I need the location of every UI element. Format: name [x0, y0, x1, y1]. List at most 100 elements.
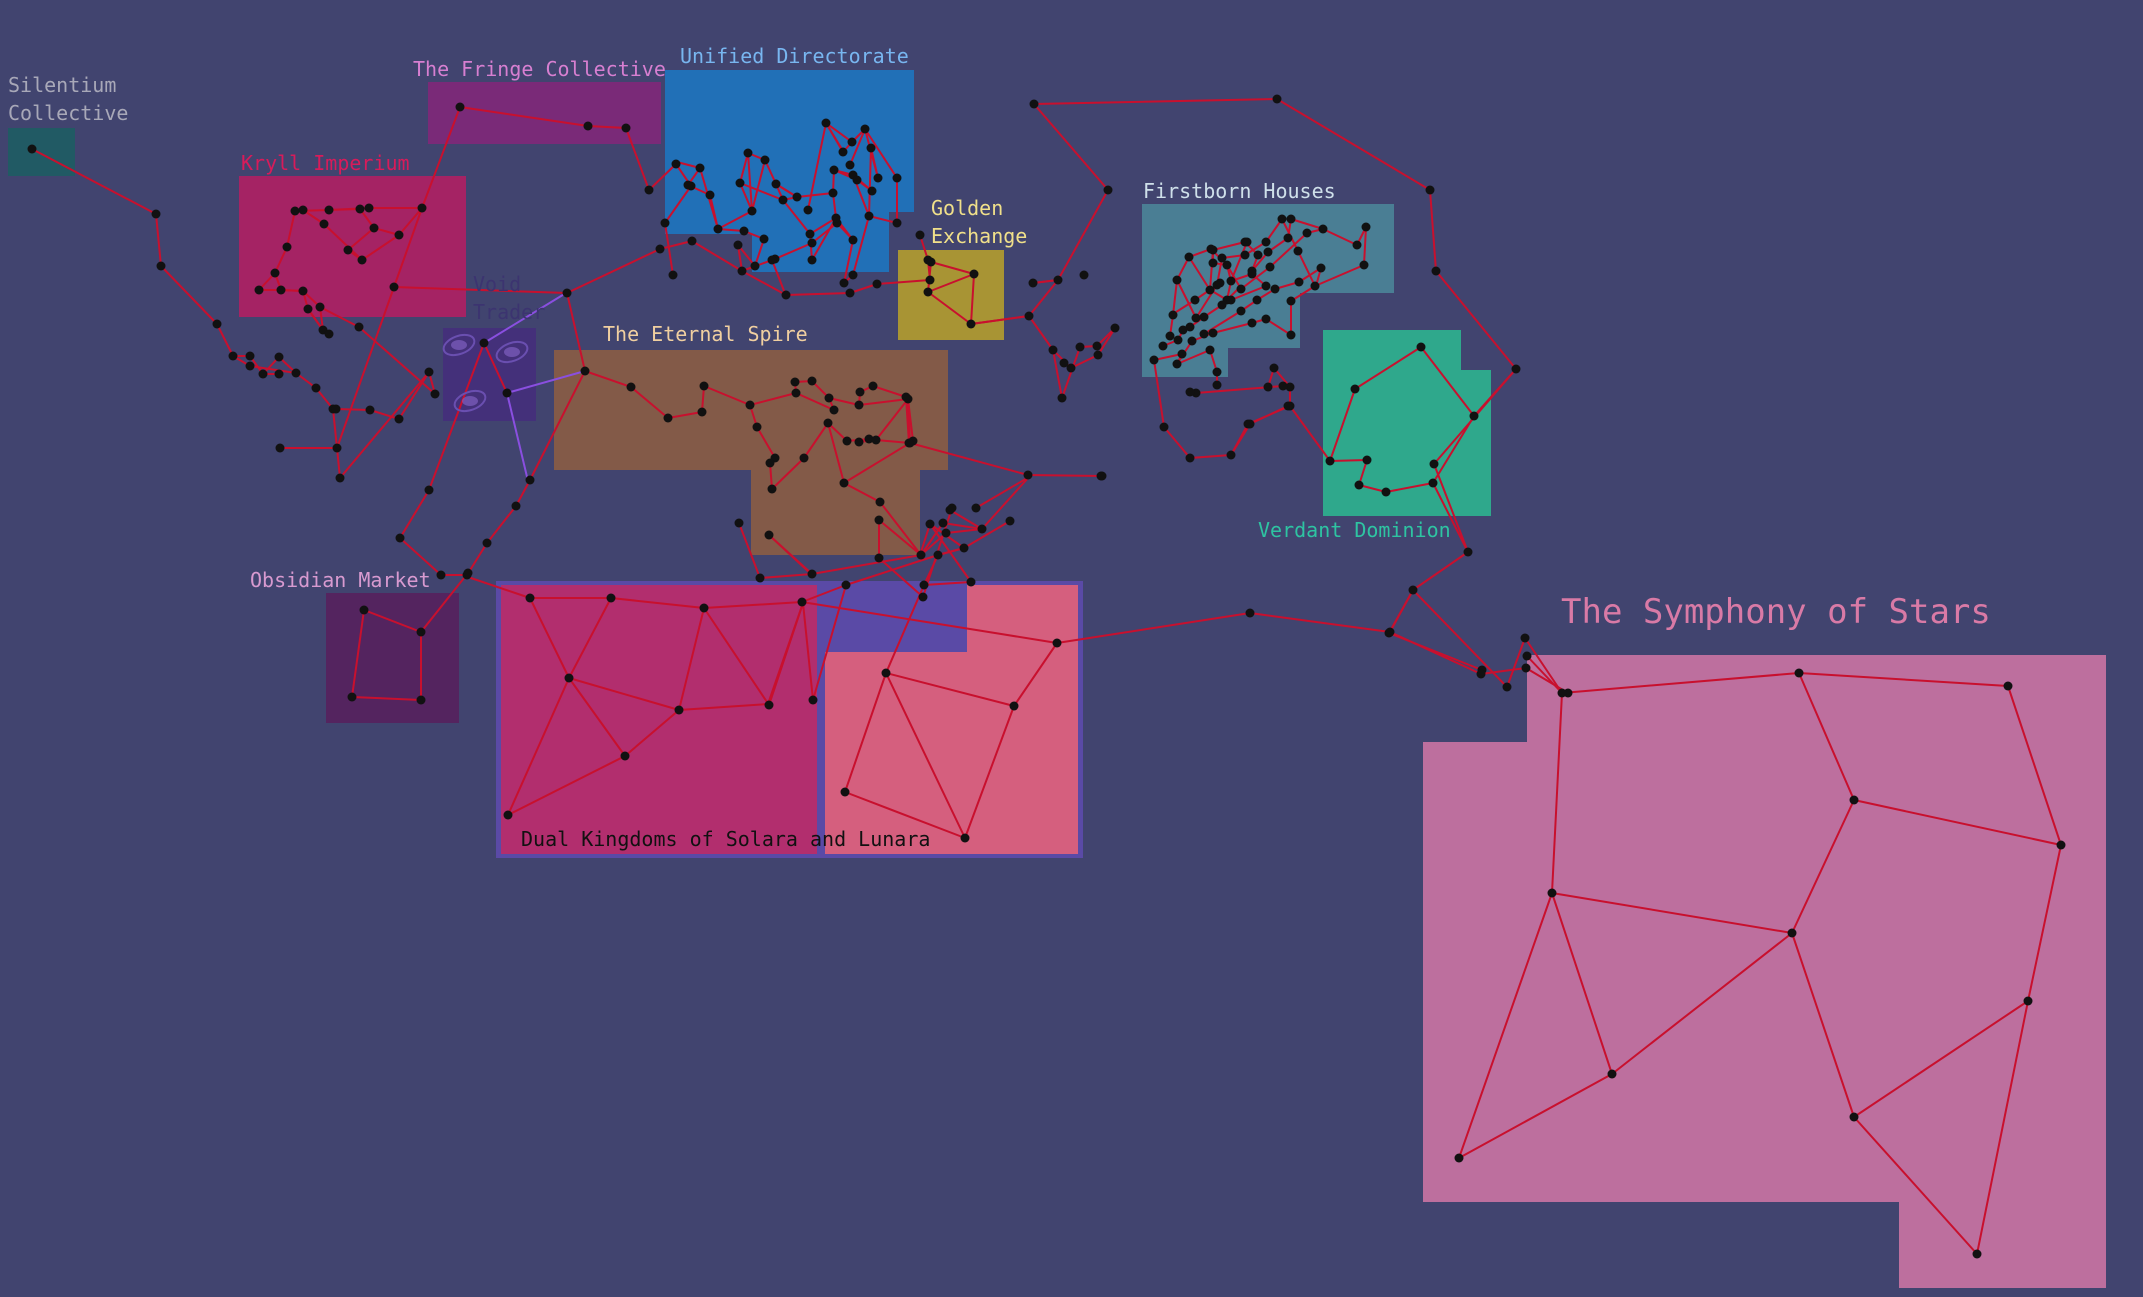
- star-system[interactable]: [1318, 224, 1328, 234]
- star-system[interactable]: [1385, 627, 1395, 637]
- star-system[interactable]: [655, 244, 665, 254]
- star-system[interactable]: [1097, 471, 1107, 481]
- star-system[interactable]: [792, 192, 802, 202]
- star-system[interactable]: [1261, 314, 1271, 324]
- star-system[interactable]: [1217, 300, 1227, 310]
- star-system[interactable]: [1252, 295, 1262, 305]
- star-system[interactable]: [901, 392, 911, 402]
- star-system[interactable]: [620, 751, 630, 761]
- territory-symphony[interactable]: [1423, 655, 2106, 1288]
- star-system[interactable]: [1208, 258, 1218, 268]
- star-system[interactable]: [1236, 306, 1246, 316]
- star-system[interactable]: [303, 304, 313, 314]
- star-system[interactable]: [1263, 382, 1273, 392]
- star-system[interactable]: [1354, 480, 1364, 490]
- star-system[interactable]: [971, 503, 981, 513]
- star-system[interactable]: [395, 533, 405, 543]
- star-system[interactable]: [1381, 487, 1391, 497]
- star-system[interactable]: [1212, 380, 1222, 390]
- star-system[interactable]: [892, 218, 902, 228]
- star-system[interactable]: [933, 550, 943, 560]
- star-system[interactable]: [1173, 335, 1183, 345]
- star-system[interactable]: [765, 458, 775, 468]
- star-system[interactable]: [311, 383, 321, 393]
- star-system[interactable]: [874, 515, 884, 525]
- star-system[interactable]: [848, 235, 858, 245]
- star-system[interactable]: [705, 190, 715, 200]
- star-system[interactable]: [803, 205, 813, 215]
- star-system[interactable]: [977, 524, 987, 534]
- star-system[interactable]: [1261, 281, 1271, 291]
- star-system[interactable]: [829, 405, 839, 415]
- star-system[interactable]: [674, 705, 684, 715]
- star-system[interactable]: [1520, 633, 1530, 643]
- star-system[interactable]: [27, 144, 37, 154]
- star-system[interactable]: [697, 407, 707, 417]
- star-system[interactable]: [755, 573, 765, 583]
- star-system[interactable]: [335, 473, 345, 483]
- star-system[interactable]: [2023, 996, 2033, 1006]
- star-system[interactable]: [831, 213, 841, 223]
- star-system[interactable]: [838, 147, 848, 157]
- star-system[interactable]: [1270, 284, 1280, 294]
- star-system[interactable]: [1057, 393, 1067, 403]
- star-system[interactable]: [1023, 470, 1033, 480]
- star-system[interactable]: [319, 219, 329, 229]
- star-system[interactable]: [925, 519, 935, 529]
- star-system[interactable]: [1059, 358, 1069, 368]
- star-system[interactable]: [860, 124, 870, 134]
- star-system[interactable]: [1429, 459, 1439, 469]
- star-system[interactable]: [1359, 260, 1369, 270]
- star-system[interactable]: [1245, 419, 1255, 429]
- star-system[interactable]: [1247, 318, 1257, 328]
- star-system[interactable]: [1028, 278, 1038, 288]
- star-system[interactable]: [1184, 252, 1194, 262]
- star-system[interactable]: [699, 603, 709, 613]
- star-system[interactable]: [1469, 411, 1479, 421]
- star-system[interactable]: [290, 206, 300, 216]
- star-system[interactable]: [1226, 276, 1236, 286]
- star-system[interactable]: [668, 270, 678, 280]
- territory-unified[interactable]: [665, 70, 914, 272]
- star-system[interactable]: [1236, 284, 1246, 294]
- star-system[interactable]: [1293, 246, 1303, 256]
- star-system[interactable]: [564, 673, 574, 683]
- territory-eternal[interactable]: [554, 350, 948, 555]
- star-system[interactable]: [1149, 355, 1159, 365]
- star-system[interactable]: [852, 175, 862, 185]
- star-system[interactable]: [626, 382, 636, 392]
- star-system[interactable]: [359, 605, 369, 615]
- star-system[interactable]: [1352, 240, 1362, 250]
- star-system[interactable]: [1286, 330, 1296, 340]
- star-system[interactable]: [1075, 342, 1085, 352]
- star-system[interactable]: [904, 438, 914, 448]
- star-system[interactable]: [354, 322, 364, 332]
- star-system[interactable]: [778, 195, 788, 205]
- star-system[interactable]: [1263, 247, 1273, 257]
- star-system[interactable]: [436, 570, 446, 580]
- star-system[interactable]: [1242, 237, 1252, 247]
- star-system[interactable]: [866, 143, 876, 153]
- star-system[interactable]: [771, 179, 781, 189]
- star-system[interactable]: [1283, 401, 1293, 411]
- star-system[interactable]: [364, 203, 374, 213]
- star-system[interactable]: [1283, 233, 1293, 243]
- territory-solara[interactable]: [501, 585, 817, 854]
- territory-obsidian[interactable]: [326, 593, 459, 723]
- star-system[interactable]: [959, 543, 969, 553]
- star-system[interactable]: [828, 188, 838, 198]
- star-system[interactable]: [525, 593, 535, 603]
- territory-lunara[interactable]: [825, 585, 1078, 854]
- star-system[interactable]: [1165, 331, 1175, 341]
- star-system[interactable]: [926, 257, 936, 267]
- star-system[interactable]: [1286, 214, 1296, 224]
- star-system[interactable]: [867, 186, 877, 196]
- star-system[interactable]: [923, 287, 933, 297]
- star-system[interactable]: [760, 155, 770, 165]
- star-system[interactable]: [1212, 367, 1222, 377]
- star-system[interactable]: [1557, 688, 1567, 698]
- star-system[interactable]: [291, 368, 301, 378]
- star-system[interactable]: [324, 205, 334, 215]
- star-system[interactable]: [759, 234, 769, 244]
